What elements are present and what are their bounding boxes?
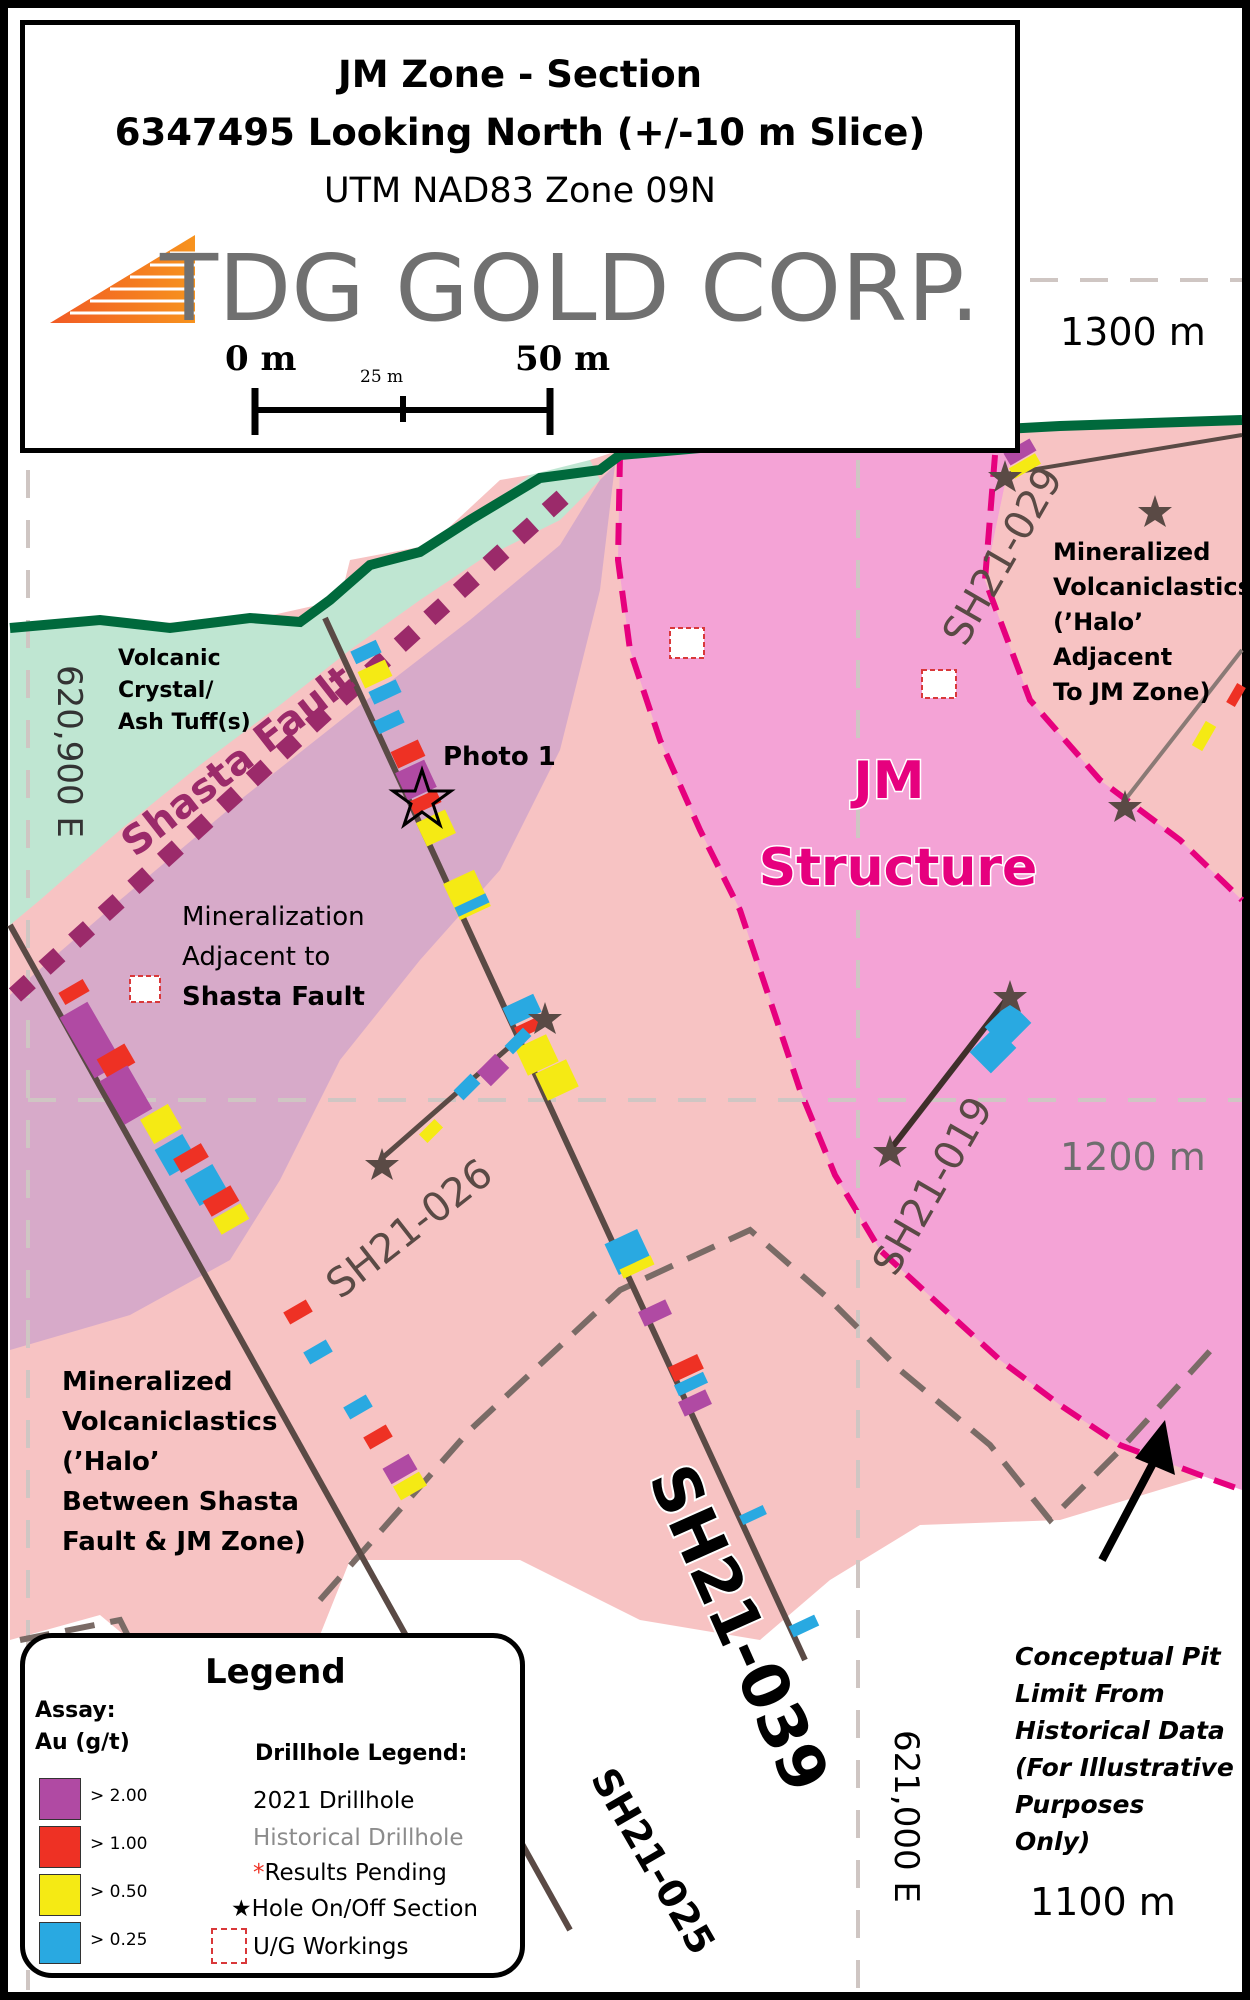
drillhole-sh21-029-trace — [999, 433, 1243, 477]
hole-on-off-text: Hole On/Off Section — [251, 1896, 478, 1922]
pit-note-label: Conceptual Pit Limit From Historical Dat… — [1015, 1642, 1243, 1856]
easting-621000-label: 621,000 E — [886, 1730, 926, 1903]
assay-label-gt-0-5: > 0.50 — [90, 1882, 148, 1902]
title-box: JM Zone - Section 6347495 Looking North … — [20, 20, 1020, 453]
title-line-1: JM Zone - Section — [337, 53, 703, 96]
pending-text: Results Pending — [264, 1860, 447, 1886]
jm-structure-unit — [618, 430, 1242, 1490]
assay-label-gt-2: > 2.00 — [90, 1786, 148, 1806]
ug-workings-icon — [211, 1928, 247, 1964]
legend-ug-workings: U/G Workings — [253, 1934, 409, 1960]
pit-limit-line — [317, 1226, 1223, 1602]
title-line-2: 6347495 Looking North (+/-10 m Slice) — [114, 111, 926, 154]
legend-hole-on-off: ★Hole On/Off Section — [231, 1896, 478, 1922]
shasta-fault-trace — [8, 488, 572, 1002]
underground-workings — [129, 627, 957, 1003]
tuff-label: Volcanic Crystal/ Ash Tuff(s) — [118, 646, 251, 735]
legend-results-pending: *Results Pending — [253, 1860, 447, 1886]
logo-text: TDG GOLD CORP. — [159, 235, 980, 335]
assay-intervals — [58, 438, 1246, 1638]
elevation-1100-label: 1100 m — [1030, 1880, 1176, 1924]
assay-swatch-gt-2 — [39, 1778, 81, 1820]
title-line-3: UTM NAD83 Zone 09N — [323, 171, 716, 211]
assay-label-gt-1: > 1.00 — [90, 1834, 148, 1854]
assay-swatch-gt-0-5 — [39, 1874, 81, 1916]
legend-title: Legend — [205, 1652, 346, 1692]
photo-star-icon — [388, 765, 456, 829]
photo-1-label: Photo 1 — [443, 742, 556, 772]
scale-mid-label: 25 m — [360, 367, 403, 387]
legend-historical-drillhole: Historical Drillhole — [253, 1825, 464, 1851]
elevation-1200-label: 1200 m — [1060, 1135, 1206, 1179]
assay-swatch-gt-0-25 — [39, 1922, 81, 1964]
jm-west-boundary — [614, 454, 1244, 1493]
halo-right-unit — [985, 420, 1242, 900]
scale-right-label: 50 m — [515, 339, 610, 379]
assay-title-line-2: Au (g/t) — [35, 1730, 130, 1755]
drillhole-sh21-019-trace — [887, 993, 1013, 1152]
pending-asterisk: * — [253, 1860, 265, 1886]
scale-left-label: 0 m — [225, 339, 296, 379]
assay-swatch-gt-1 — [39, 1826, 81, 1868]
drillhole-legend-title: Drillhole Legend: — [255, 1741, 468, 1766]
star-icon: ★ — [231, 1896, 252, 1922]
legend-box: Legend Assay: Au (g/t) > 2.00 > 1.00 > 0… — [20, 1633, 525, 1978]
elevation-1300-label: 1300 m — [1060, 310, 1206, 354]
pit-arrowhead — [1135, 1420, 1175, 1475]
tuff-unit — [10, 460, 600, 925]
halo-left-label: Mineralized Volcaniclastics (’Halo’ Betw… — [62, 1367, 308, 1557]
legend-2021-drillhole: 2021 Drillhole — [253, 1788, 415, 1814]
drillhole-halo-right-trace — [1123, 648, 1244, 802]
mineralization-adjacent-label: Mineralization Adjacent to Shasta Fault — [182, 902, 373, 1012]
scale-bar: 0 m 25 m 50 m — [225, 339, 610, 435]
assay-title-line-1: Assay: — [35, 1698, 116, 1723]
assay-label-gt-0-25: > 0.25 — [90, 1930, 148, 1950]
hole-on-off-section-stars — [365, 460, 1172, 1180]
easting-620900-label: 620,900 E — [49, 665, 89, 838]
tdg-gold-corp-logo: TDG GOLD CORP. — [50, 235, 980, 335]
halo-right-label: Mineralized Volcaniclastics (’Halo’ Adja… — [1053, 538, 1250, 706]
jm-structure-label: JM Structure — [759, 751, 1038, 898]
pit-arrow — [1098, 1448, 1164, 1562]
jm-east-boundary — [981, 454, 1245, 903]
